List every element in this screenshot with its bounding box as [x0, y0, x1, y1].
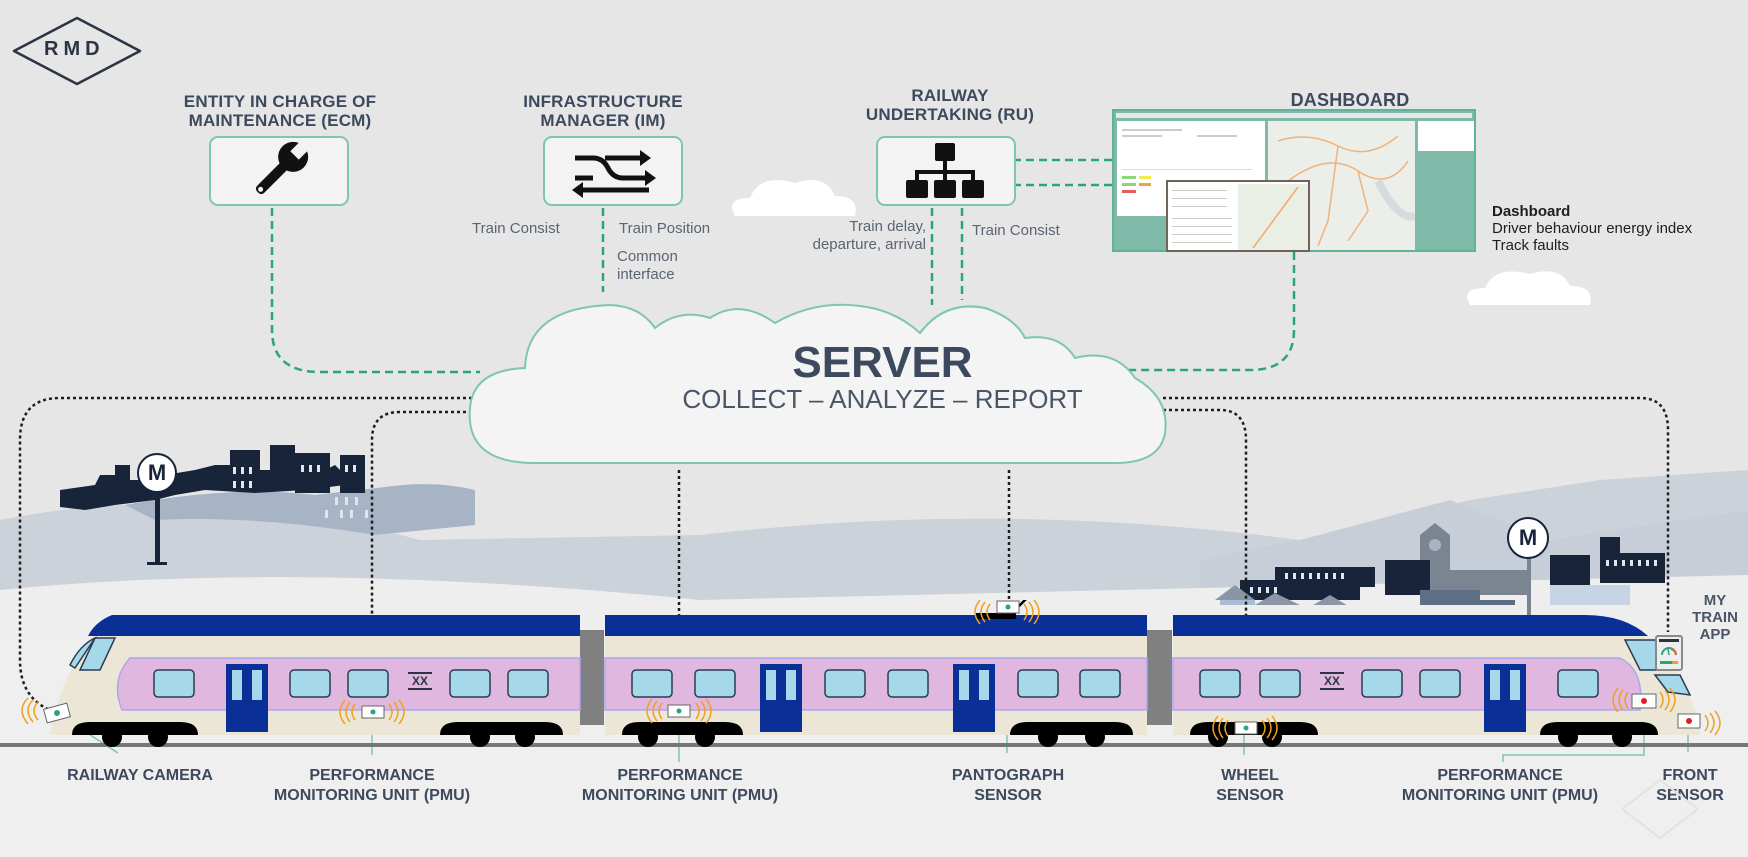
label-pmu-1: PERFORMANCE MONITORING UNIT (PMU) [274, 766, 470, 806]
car-marking-1: XX [411, 674, 428, 688]
dashboard-notes-item: Track faults [1492, 237, 1569, 254]
ru-flow-delay-line2: departure, arrival [812, 236, 926, 253]
app-label-line3: APP [1699, 626, 1731, 643]
watermark-logo [1620, 778, 1700, 840]
label-line1: WHEEL [1221, 767, 1279, 784]
dashboard-tabbar [1116, 113, 1472, 118]
ru-title: RAILWAY UNDERTAKING (RU) [830, 86, 1070, 124]
wrench-icon [255, 139, 311, 195]
hierarchy-icon [906, 143, 984, 198]
city-skyline-right [1215, 523, 1665, 605]
label-line2: SENSOR [974, 787, 1042, 804]
camera-server-link [18, 396, 478, 714]
station-sign-pole-left [155, 478, 160, 564]
im-title: INFRASTRUCTURE MANAGER (IM) [483, 92, 723, 130]
train-car-1 [50, 615, 581, 747]
dashboard-notes: Dashboard Driver behaviour energy index … [1492, 203, 1692, 254]
my-train-app-label: MY TRAIN APP [1688, 592, 1742, 643]
wheel-server-link [1163, 408, 1248, 730]
metro-sign-right: M [1507, 517, 1549, 559]
server-subtitle: COLLECT – ANALYZE – REPORT [682, 384, 1083, 414]
label-pantograph-sensor: PANTOGRAPH SENSOR [952, 766, 1064, 806]
station-sign-pole-right [1527, 548, 1531, 616]
ecm-title: ENTITY IN CHARGE OF MAINTENANCE (ECM) [160, 92, 400, 130]
ru-title-line2: UNDERTAKING (RU) [865, 105, 1035, 124]
metro-sign-letter: M [1518, 525, 1538, 550]
label-line1: PERFORMANCE [309, 767, 435, 784]
im-flow-train-consist: Train Consist [472, 220, 560, 237]
im-common-line2: interface [617, 266, 675, 283]
server-title: SERVER [792, 338, 973, 387]
rmd-logo [12, 16, 142, 86]
server-cloud-content: SERVER COLLECT – ANALYZE – REPORT [465, 288, 1170, 468]
server-cloud [468, 303, 1167, 464]
gauge-icon [1659, 639, 1679, 664]
metro-sign-letter: M [147, 460, 167, 485]
ru-title-line1: RAILWAY [911, 86, 989, 105]
im-title-line1: INFRASTRUCTURE [523, 92, 683, 111]
label-line2: MONITORING UNIT (PMU) [273, 787, 471, 804]
label-line1: PANTOGRAPH [951, 767, 1065, 784]
shuffle-arrows-icon [572, 150, 656, 198]
pmu1-server-link [370, 410, 478, 715]
im-flow-train-position: Train Position [619, 220, 711, 237]
dashboard-server-link [1128, 252, 1296, 372]
ru-flow-train-consist: Train Consist [972, 222, 1060, 239]
label-pmu-3: PERFORMANCE MONITORING UNIT (PMU) [1402, 766, 1598, 806]
ru-flow-delay: Train delay, departure, arrival [808, 218, 926, 254]
dashboard-screenshot[interactable] [1112, 109, 1476, 252]
label-line1: PERFORMANCE [617, 767, 743, 784]
im-common-line1: Common [617, 248, 678, 265]
label-pmu-2: PERFORMANCE MONITORING UNIT (PMU) [582, 766, 778, 806]
ecm-title-line2: MAINTENANCE (ECM) [188, 111, 372, 130]
ecm-title-line1: ENTITY IN CHARGE OF [183, 92, 377, 111]
app-server-link [1163, 396, 1670, 632]
car-marking-3: XX [1323, 674, 1340, 688]
app-label-line2: TRAIN [1692, 609, 1738, 626]
im-box[interactable] [543, 136, 683, 206]
city-skyline-left [60, 445, 475, 535]
label-line2: MONITORING UNIT (PMU) [581, 787, 779, 804]
label-line2: SENSOR [1216, 787, 1284, 804]
car-coupling [578, 630, 604, 725]
train [21, 600, 1721, 747]
small-cloud-2 [1467, 271, 1591, 305]
label-wheel-sensor: WHEEL SENSOR [1216, 766, 1284, 806]
train-app-device[interactable] [1655, 635, 1683, 671]
label-line1: RAILWAY CAMERA [67, 767, 213, 784]
label-line2: MONITORING UNIT (PMU) [1401, 787, 1599, 804]
app-label-line1: MY [1703, 592, 1727, 609]
small-cloud-1 [732, 179, 856, 216]
dashboard-title: DASHBOARD [1290, 90, 1410, 110]
train-car-3 [1172, 615, 1700, 747]
ecm-server-link [270, 208, 480, 374]
logo-text: RMD [44, 38, 105, 60]
dashboard-side-panel [1418, 121, 1474, 151]
im-title-line2: MANAGER (IM) [540, 111, 666, 130]
ru-flow-delay-line1: Train delay, [849, 218, 926, 235]
station-sign-base-left [147, 562, 167, 565]
label-line1: PERFORMANCE [1437, 767, 1563, 784]
car-coupling [1146, 630, 1172, 725]
metro-sign-left: M [137, 453, 177, 493]
label-line1: FRONT [1662, 767, 1718, 784]
rail-track [0, 743, 1748, 747]
sensor-devices [42, 600, 1701, 735]
dashboard-notes-title: Dashboard [1492, 203, 1571, 220]
ecm-box[interactable] [209, 136, 349, 206]
signal-waves [21, 600, 1721, 741]
dashboard-popup-panel [1166, 180, 1310, 252]
label-railway-camera: RAILWAY CAMERA [67, 766, 213, 786]
dashboard-notes-item: Driver behaviour energy index [1492, 220, 1693, 237]
ru-box[interactable] [876, 136, 1016, 206]
im-flow-common-interface: Common interface [617, 248, 678, 284]
train-car-2 [604, 600, 1148, 747]
